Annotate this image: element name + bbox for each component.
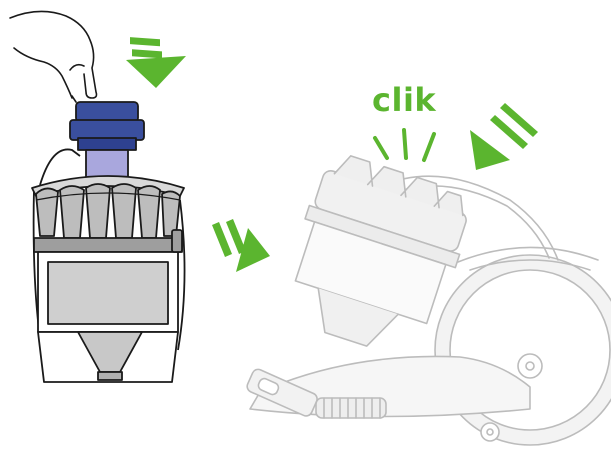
cyclone-unit — [32, 102, 185, 382]
click-label: clik — [372, 84, 436, 116]
green-striped-arrow-down-left-icon — [470, 103, 538, 170]
cyclone-cap — [70, 102, 144, 150]
hand-illustration — [10, 11, 97, 102]
cyclone-cones — [36, 184, 180, 238]
green-striped-arrow-right-icon — [212, 219, 270, 272]
machine-wheel — [435, 247, 611, 445]
machine-hose — [316, 398, 386, 418]
vacuum-machine-faded — [245, 148, 611, 445]
click-burst-marks-icon — [375, 130, 434, 160]
green-striped-arrow-down-icon — [126, 37, 186, 88]
cyclone-band — [34, 238, 182, 252]
